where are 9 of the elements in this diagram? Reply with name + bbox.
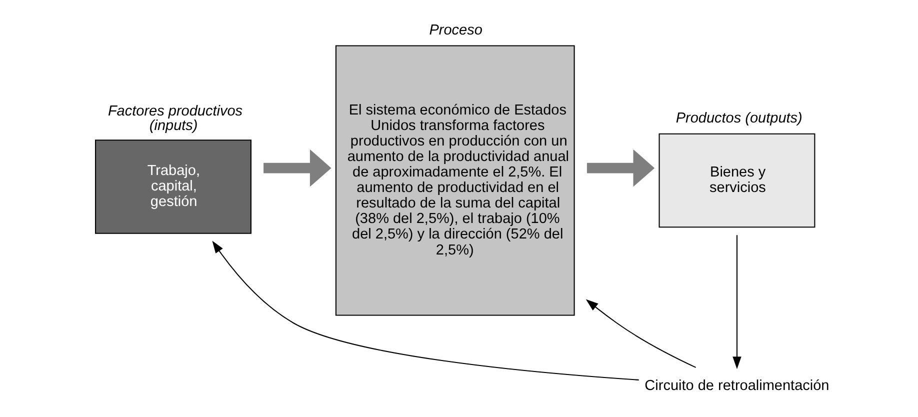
node-label: Proceso bbox=[429, 22, 482, 38]
node-label: Factores productivos (inputs) bbox=[108, 102, 243, 134]
arrow bbox=[732, 234, 742, 369]
arrow bbox=[586, 298, 696, 368]
arrow bbox=[264, 148, 332, 186]
arrow bbox=[586, 148, 655, 186]
node-label: Productos (outputs) bbox=[676, 110, 802, 126]
node-text: Circuito de retroalimentación bbox=[644, 378, 830, 394]
arrow bbox=[212, 240, 639, 380]
